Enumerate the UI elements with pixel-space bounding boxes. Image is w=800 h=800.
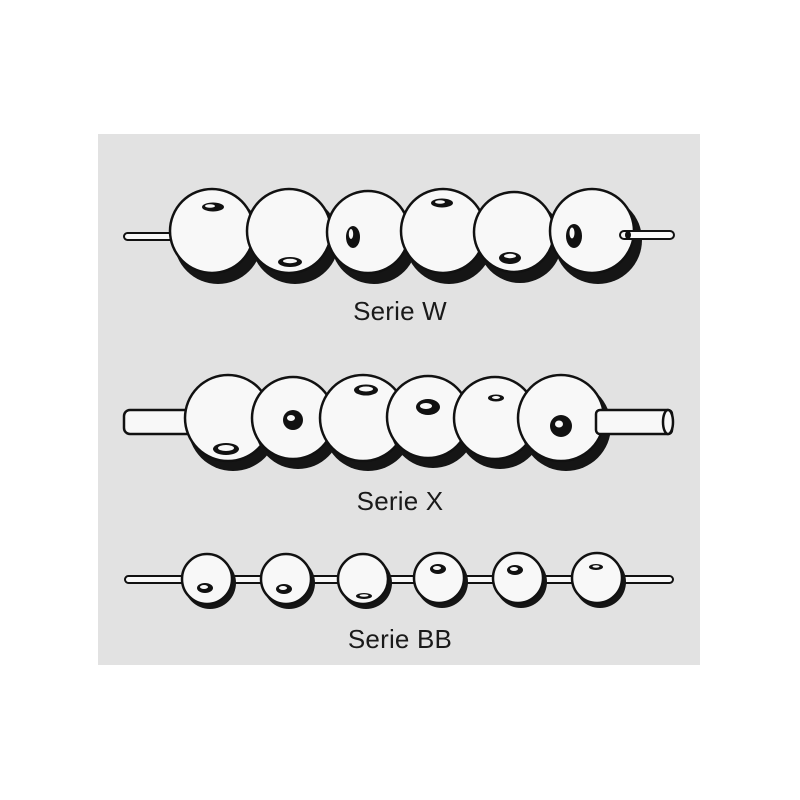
tube-end <box>661 408 675 436</box>
bead-strand-bb <box>124 551 674 609</box>
bead <box>168 187 262 284</box>
wire-right <box>619 230 675 240</box>
bead-strand-x <box>122 373 675 471</box>
bead <box>491 551 547 608</box>
bead-strand-w <box>123 187 675 284</box>
bead <box>250 375 341 469</box>
bead <box>180 552 236 609</box>
bead <box>245 187 339 284</box>
series-bb-label: Serie BB <box>347 624 453 654</box>
bead <box>259 552 315 609</box>
bead <box>336 552 392 609</box>
bead <box>452 375 543 469</box>
series-w-label: Serie W <box>353 296 447 326</box>
bead <box>570 551 626 608</box>
bead <box>412 551 468 608</box>
bead <box>385 374 476 468</box>
bead-hole <box>346 226 360 248</box>
tube-right <box>594 408 674 436</box>
bead <box>472 190 562 283</box>
bead <box>325 189 417 284</box>
bead <box>399 187 493 284</box>
series-x-label: Serie X <box>356 486 444 516</box>
bead <box>548 187 642 284</box>
